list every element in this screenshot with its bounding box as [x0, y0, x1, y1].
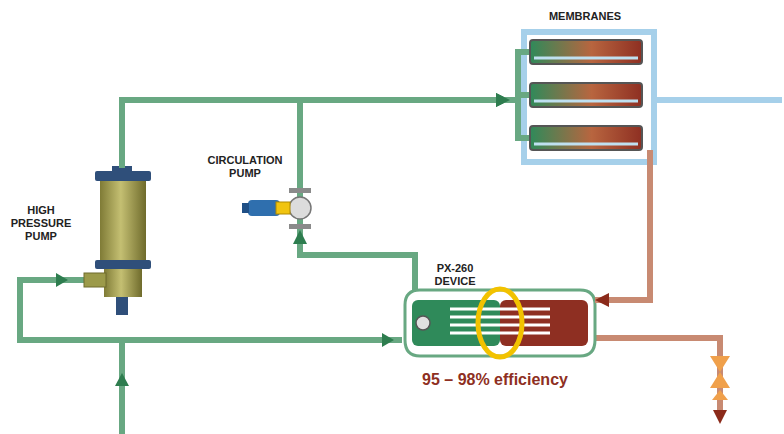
part-label: CIRCULATION PUMP: [200, 154, 290, 180]
part-label: PX-260 DEVICE: [425, 262, 485, 288]
flow-arrows: [56, 273, 394, 386]
feed-pipe: [17, 337, 402, 343]
pipe-connector: [300, 230, 415, 262]
membranes-node: MEMBRANES: [510, 8, 660, 168]
drain-pipe: [590, 338, 720, 410]
drain-valve: [710, 356, 730, 424]
px-device-symbol: [405, 289, 595, 357]
feed-pipe: [20, 280, 96, 343]
circulation-pump-symbol: [242, 188, 311, 229]
pipe-connector: [300, 100, 510, 150]
pipe-connector: [595, 168, 650, 300]
membrane-vessels: [530, 40, 642, 150]
high-pressure-pump-symbol: [84, 166, 151, 315]
px-outlet-pipe: [412, 260, 418, 292]
part-label: HIGH PRESSURE PUMP: [4, 204, 78, 243]
permeate-pipe: [654, 97, 782, 103]
px-device-node: PX-260 DEVICE 95 – 98% efficiency: [395, 262, 595, 400]
part-label: MEMBRANES: [510, 10, 660, 23]
feed-manifold: [508, 49, 532, 141]
circulation-pump-node: CIRCULATION PUMP: [200, 150, 315, 230]
pipe-connector: [122, 100, 510, 168]
efficiency-note: 95 – 98% efficiency: [395, 370, 595, 390]
high-pressure-pump-node: HIGH PRESSURE PUMP: [2, 168, 152, 318]
brine-pipe: [647, 150, 653, 170]
permeate-manifold: [524, 32, 654, 162]
